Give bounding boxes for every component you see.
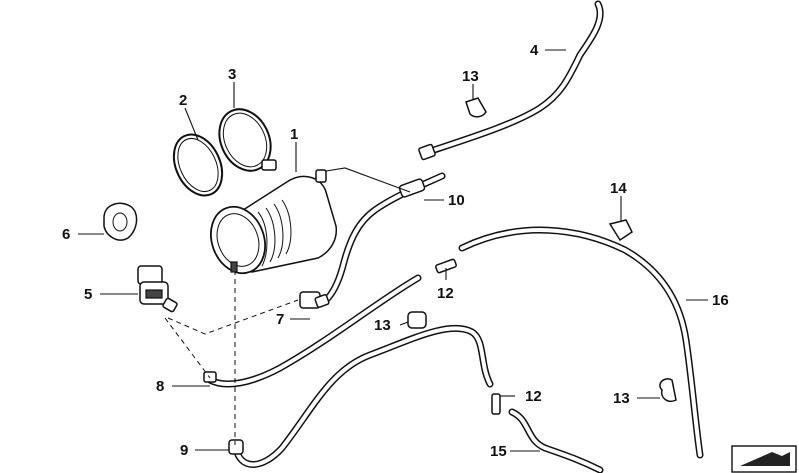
callout-13-middle: 13 — [374, 317, 391, 334]
callout-13-top: 13 — [462, 68, 479, 85]
clamp-13-top — [465, 97, 487, 118]
clamp-13-right — [659, 378, 677, 402]
callout-12-lower: 12 — [525, 388, 542, 405]
guide-10 — [319, 167, 411, 193]
callout-14: 14 — [610, 180, 627, 197]
callout-15: 15 — [490, 443, 507, 460]
callout-6: 6 — [62, 226, 70, 243]
ring-3 — [218, 108, 277, 172]
hose-9 — [228, 324, 494, 468]
hose-4 — [418, 0, 604, 161]
connector-7 — [299, 291, 330, 309]
callout-3: 3 — [228, 66, 236, 83]
callout-4: 4 — [530, 42, 539, 59]
callout-8: 8 — [156, 378, 164, 395]
ring-2 — [172, 133, 224, 197]
callout-2: 2 — [179, 92, 187, 109]
callout-10: 10 — [448, 192, 465, 209]
connector-12-lower — [491, 393, 501, 415]
hose-16 — [458, 226, 704, 459]
clamp-13-middle — [407, 311, 427, 329]
callout-12-upper: 12 — [437, 285, 454, 302]
hose-8 — [203, 274, 422, 388]
hose-15 — [508, 408, 604, 473]
callout-7: 7 — [276, 311, 284, 328]
callout-1: 1 — [290, 126, 298, 143]
callout-9: 9 — [180, 442, 188, 459]
leader-lines — [78, 49, 708, 452]
dashed-guide-2 — [164, 317, 211, 379]
hose-10 — [324, 172, 446, 302]
clip-14 — [608, 219, 633, 242]
dashed-guide-1 — [167, 299, 299, 335]
callout-16: 16 — [712, 292, 729, 309]
arrow-badge-icon — [731, 445, 797, 473]
valve-5 — [137, 265, 178, 313]
callout-13-right: 13 — [613, 390, 630, 407]
carbon-canister — [210, 169, 338, 275]
connector-12-upper — [435, 258, 457, 274]
clip-6 — [103, 202, 138, 241]
callout-5: 5 — [84, 286, 92, 303]
